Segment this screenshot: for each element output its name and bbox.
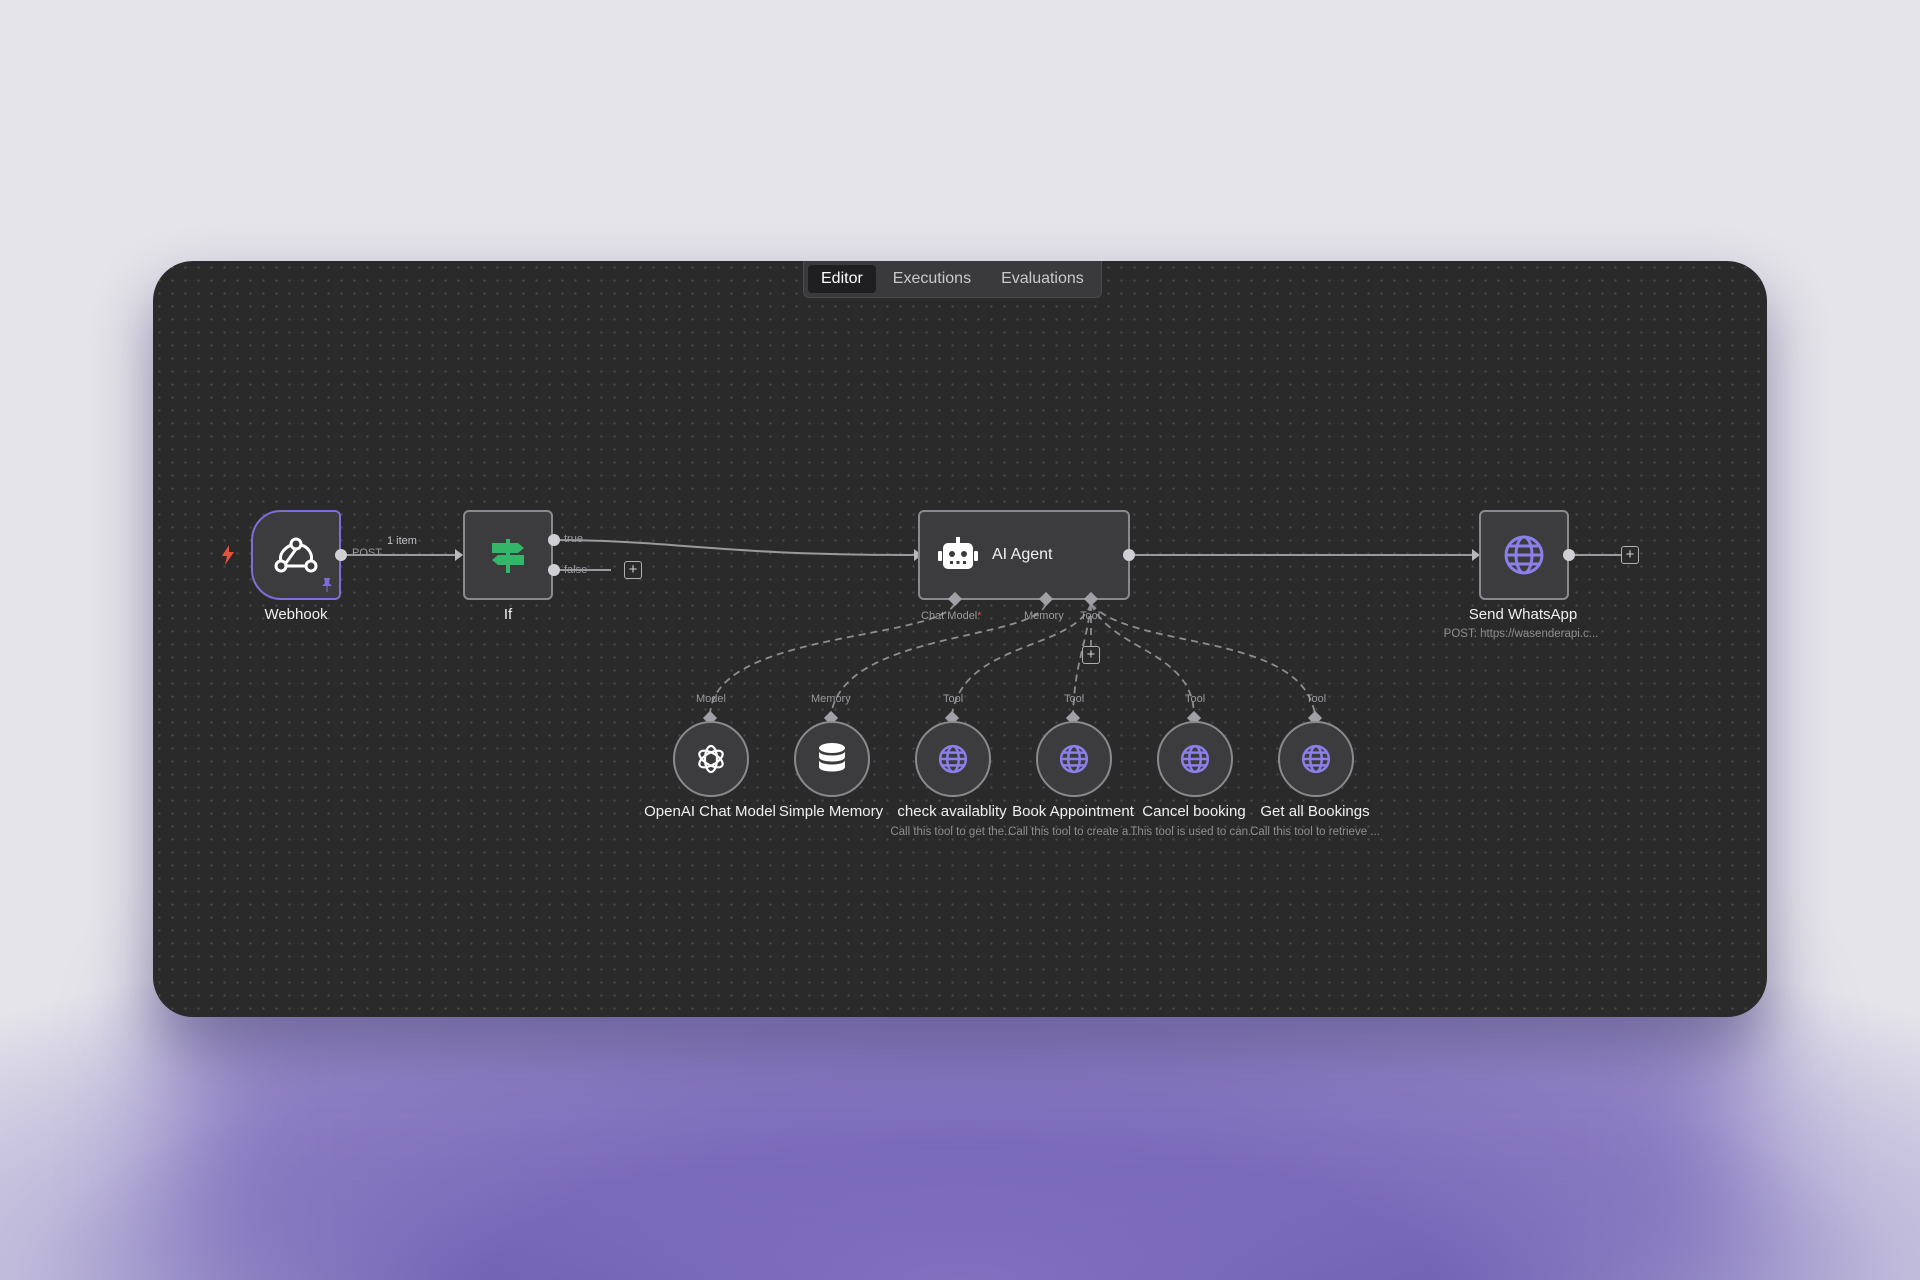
openai-chat-model-label: OpenAI Chat Model xyxy=(644,803,776,820)
if-true-label: true xyxy=(564,533,583,545)
connection-if-agent xyxy=(552,539,916,556)
ai-agent-node[interactable]: AI Agent xyxy=(918,510,1130,600)
background-glow-blur xyxy=(180,1000,1740,1280)
globe-icon xyxy=(938,744,968,774)
ai-agent-label: AI Agent xyxy=(992,546,1053,563)
view-tabs: Editor Executions Evaluations xyxy=(803,261,1102,298)
tab-executions[interactable]: Executions xyxy=(892,270,972,287)
arrow-if-input xyxy=(455,549,463,561)
add-next-node-button[interactable]: + xyxy=(1621,546,1639,564)
simple-memory-label: Simple Memory xyxy=(778,803,884,820)
get-all-bookings-label: Get all Bookings xyxy=(1260,803,1370,820)
connection-item-count: 1 item xyxy=(387,535,417,547)
book-appointment-subtitle: Call this tool to create a... xyxy=(1008,826,1138,838)
globe-icon xyxy=(1301,744,1331,774)
tab-editor[interactable]: Editor xyxy=(808,265,876,293)
simple-memory-node[interactable] xyxy=(794,721,870,797)
openai-icon xyxy=(698,744,724,774)
globe-icon xyxy=(1180,744,1210,774)
openai-chat-model-node[interactable] xyxy=(673,721,749,797)
subnode-type-tool-3: Tool xyxy=(1185,693,1206,705)
connection-model xyxy=(709,603,956,716)
database-icon xyxy=(819,743,845,772)
tool-slot-label: Tool xyxy=(1080,610,1101,622)
if-true-port[interactable] xyxy=(548,534,560,546)
send-whatsapp-node[interactable] xyxy=(1479,510,1569,600)
globe-icon xyxy=(1504,535,1544,575)
trigger-bolt-icon xyxy=(222,545,234,565)
cancel-booking-subtitle: This tool is used to can... xyxy=(1130,826,1258,838)
send-whatsapp-subtitle: POST: https://wasenderapi.c... xyxy=(1443,628,1599,640)
connection-tool-1 xyxy=(951,603,1092,716)
webhook-output-port[interactable] xyxy=(335,549,347,561)
if-signpost-icon xyxy=(492,539,524,573)
if-false-label: false xyxy=(564,564,588,576)
connections-layer xyxy=(342,539,1621,716)
subnode-type-tool-1: Tool xyxy=(943,693,964,705)
connection-tool-2 xyxy=(1072,603,1092,716)
workflow-canvas[interactable]: Editor Executions Evaluations xyxy=(153,261,1767,1017)
subnode-type-memory: Memory xyxy=(811,693,851,705)
if-label: If xyxy=(503,606,513,623)
webhook-icon xyxy=(274,537,318,573)
book-appointment-label: Book Appointment xyxy=(1012,803,1134,820)
get-all-bookings-node[interactable] xyxy=(1278,721,1354,797)
robot-icon xyxy=(938,537,978,569)
subnode-type-tool-4: Tool xyxy=(1306,693,1327,705)
get-all-bookings-subtitle: Call this tool to retrieve ... xyxy=(1250,826,1380,838)
check-availability-subtitle: Call this tool to get the... xyxy=(890,826,1014,838)
if-false-port[interactable] xyxy=(548,564,560,576)
connection-tool-3 xyxy=(1090,603,1195,716)
cancel-booking-node[interactable] xyxy=(1157,721,1233,797)
connection-memory xyxy=(830,603,1047,716)
add-node-button[interactable]: + xyxy=(624,561,642,579)
cancel-booking-label: Cancel booking xyxy=(1142,803,1246,820)
check-availability-label: check availablity xyxy=(897,803,1007,820)
add-tool-button[interactable]: + xyxy=(1082,646,1100,664)
subnode-type-model: Model xyxy=(696,693,726,705)
globe-icon xyxy=(1059,744,1089,774)
webhook-label: Webhook xyxy=(264,606,328,623)
chat-model-slot-label: Chat Model* xyxy=(921,610,982,622)
check-availability-node[interactable] xyxy=(915,721,991,797)
arrow-whatsapp-input xyxy=(1472,549,1480,561)
pin-icon xyxy=(322,578,332,592)
tab-evaluations[interactable]: Evaluations xyxy=(1001,270,1084,287)
webhook-node[interactable] xyxy=(251,510,341,600)
send-whatsapp-label: Send WhatsApp xyxy=(1468,606,1578,623)
webhook-method: POST xyxy=(352,547,382,559)
subnode-type-tool-2: Tool xyxy=(1064,693,1085,705)
memory-slot-label: Memory xyxy=(1024,610,1064,622)
connection-tool-4 xyxy=(1090,603,1316,716)
ai-agent-output-port[interactable] xyxy=(1123,549,1135,561)
if-node[interactable] xyxy=(463,510,553,600)
book-appointment-node[interactable] xyxy=(1036,721,1112,797)
whatsapp-output-port[interactable] xyxy=(1563,549,1575,561)
